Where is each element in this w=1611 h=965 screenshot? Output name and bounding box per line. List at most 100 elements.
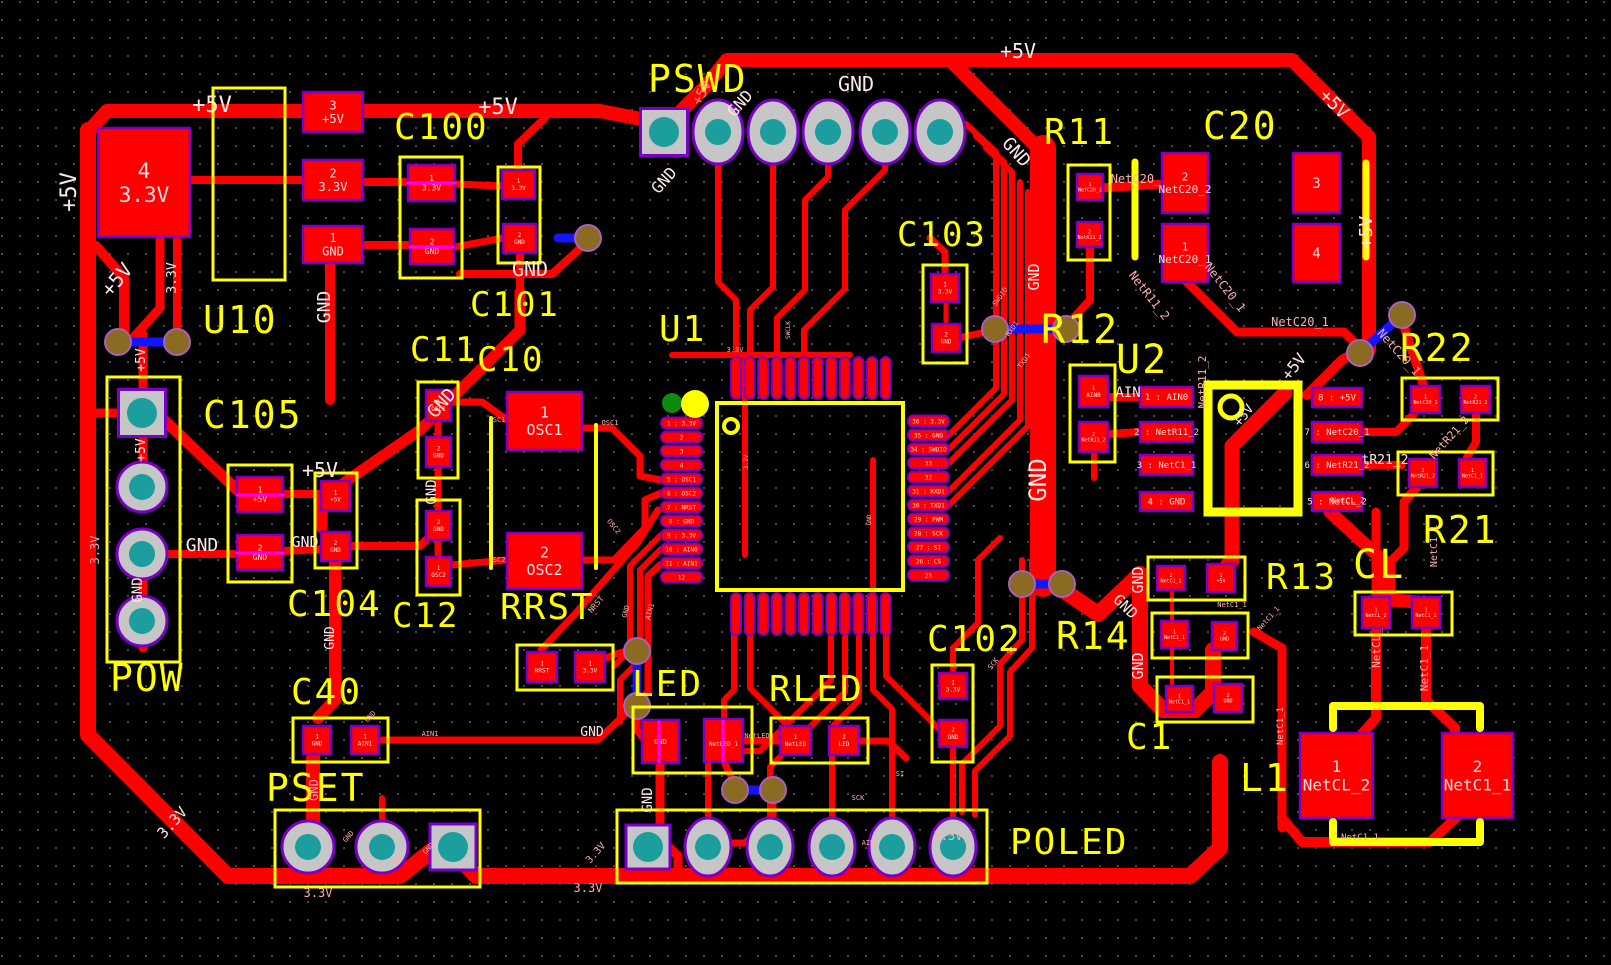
through-hole-pad-PSET-3[interactable] xyxy=(428,822,478,872)
U1-pin[interactable] xyxy=(907,414,950,428)
through-hole-pad-POLED-4[interactable] xyxy=(807,816,857,878)
copper-trace[interactable] xyxy=(926,234,949,280)
via[interactable] xyxy=(163,328,191,356)
via[interactable] xyxy=(1048,570,1076,598)
silkscreen-outline-PSET[interactable] xyxy=(273,808,482,889)
U1-pin[interactable] xyxy=(770,592,783,636)
copper-trace[interactable] xyxy=(747,147,776,358)
through-hole-pad-PSWD-6[interactable] xyxy=(913,98,967,166)
smd-pad-U2-7[interactable]: 7 : NetC20_1 xyxy=(1304,420,1370,444)
silkscreen-line[interactable] xyxy=(1329,702,1484,732)
designator-R22[interactable]: R22 xyxy=(1400,326,1475,370)
through-hole-pad-POW-3[interactable] xyxy=(115,527,169,581)
designator-CL[interactable]: CL xyxy=(1353,542,1405,588)
U1-pin[interactable] xyxy=(757,592,770,636)
silkscreen-outline-R11[interactable] xyxy=(1066,163,1112,262)
U1-pin[interactable] xyxy=(907,554,950,568)
via[interactable] xyxy=(623,637,651,665)
U1-pin[interactable] xyxy=(757,356,770,400)
designator-C103[interactable]: C103 xyxy=(897,215,987,255)
smd-pad-C102-1[interactable]: 13.3V xyxy=(937,671,969,701)
silkscreen-U2-pin1-marker[interactable] xyxy=(1217,393,1245,421)
copper-trace[interactable] xyxy=(705,632,834,841)
smd-pad-C103-1[interactable]: 13.3V xyxy=(929,272,961,304)
smd-pad-U2-5[interactable]: 5 : NetCL_2 xyxy=(1307,490,1367,513)
U1-pin[interactable] xyxy=(825,356,838,400)
smd-pad-U2-8[interactable]: 8 : +5V xyxy=(1310,386,1364,409)
copper-trace[interactable] xyxy=(447,398,511,424)
smd-pad-U10-4[interactable]: 43.3V xyxy=(96,126,192,239)
U1-pin[interactable] xyxy=(660,472,703,486)
designator-L1[interactable]: L1 xyxy=(1240,756,1290,800)
copper-trace[interactable] xyxy=(829,632,862,841)
silkscreen-outline-C104[interactable] xyxy=(313,471,359,570)
U1-pin[interactable] xyxy=(798,592,810,636)
designator-C11[interactable]: C11 xyxy=(410,330,477,370)
U1-pin[interactable] xyxy=(798,356,810,400)
through-hole-pad-PSWD-2[interactable] xyxy=(691,98,745,166)
smd-pad-U2-6[interactable]: 6 : NetR21_2 xyxy=(1304,453,1370,477)
copper-trace[interactable] xyxy=(946,179,1023,494)
designator-RRST[interactable]: RRST xyxy=(500,587,595,628)
U1-pin[interactable] xyxy=(825,592,838,636)
U1-pin[interactable] xyxy=(907,470,950,484)
designator-R12[interactable]: R12 xyxy=(1041,307,1119,353)
copper-trace[interactable] xyxy=(721,632,737,722)
copper-trace[interactable] xyxy=(514,114,549,176)
designator-PSWD[interactable]: PSWD xyxy=(648,57,748,101)
smd-pad-U2-4[interactable]: 4 : GND xyxy=(1138,490,1195,513)
copper-trace[interactable] xyxy=(959,557,1025,815)
U1-pin[interactable] xyxy=(866,592,878,636)
via[interactable] xyxy=(1388,301,1416,329)
through-hole-pad-POW-1[interactable] xyxy=(117,388,167,438)
designator-U2[interactable]: U2 xyxy=(1116,337,1168,383)
copper-trace[interactable] xyxy=(883,632,956,841)
copper-trace[interactable] xyxy=(946,145,1015,466)
silkscreen-outline-C101[interactable] xyxy=(496,165,542,265)
smd-pad-U2-2[interactable]: 2 : NetR11_2 xyxy=(1134,420,1199,444)
silkscreen-U1-pin1-marker[interactable] xyxy=(722,417,740,435)
copper-trace[interactable] xyxy=(1323,505,1425,609)
U1-pin[interactable] xyxy=(660,458,703,472)
copper-trace[interactable] xyxy=(1355,623,1381,741)
copper-trace[interactable] xyxy=(1249,627,1287,833)
silkscreen-outline-CL[interactable] xyxy=(1353,590,1454,637)
silkscreen-outline-C100[interactable] xyxy=(398,155,464,280)
via[interactable] xyxy=(1346,339,1374,367)
U1-pin[interactable] xyxy=(730,356,742,400)
designator-R11[interactable]: R11 xyxy=(1044,112,1115,153)
U1-pin[interactable] xyxy=(852,592,865,636)
silkscreen-outline-C11[interactable] xyxy=(416,380,460,480)
through-hole-pad-POLED-3[interactable] xyxy=(745,816,795,878)
through-hole-pad-PSET-1[interactable] xyxy=(280,819,336,875)
U1-pin[interactable] xyxy=(907,428,950,442)
designator-C10[interactable]: C10 xyxy=(477,340,544,380)
through-hole-pad-POW-4[interactable] xyxy=(115,594,169,648)
through-hole-pad-POW-2[interactable] xyxy=(115,460,169,514)
U1-pin[interactable] xyxy=(660,416,703,430)
copper-trace[interactable] xyxy=(946,189,1031,508)
silkscreen-outline-C102[interactable] xyxy=(930,663,975,764)
U1-pin[interactable] xyxy=(907,568,950,582)
U1-pin[interactable] xyxy=(811,356,824,400)
smd-pad-U10-2[interactable]: 23.3V xyxy=(301,158,365,202)
U1-pin[interactable] xyxy=(879,356,892,400)
via[interactable] xyxy=(104,328,132,356)
